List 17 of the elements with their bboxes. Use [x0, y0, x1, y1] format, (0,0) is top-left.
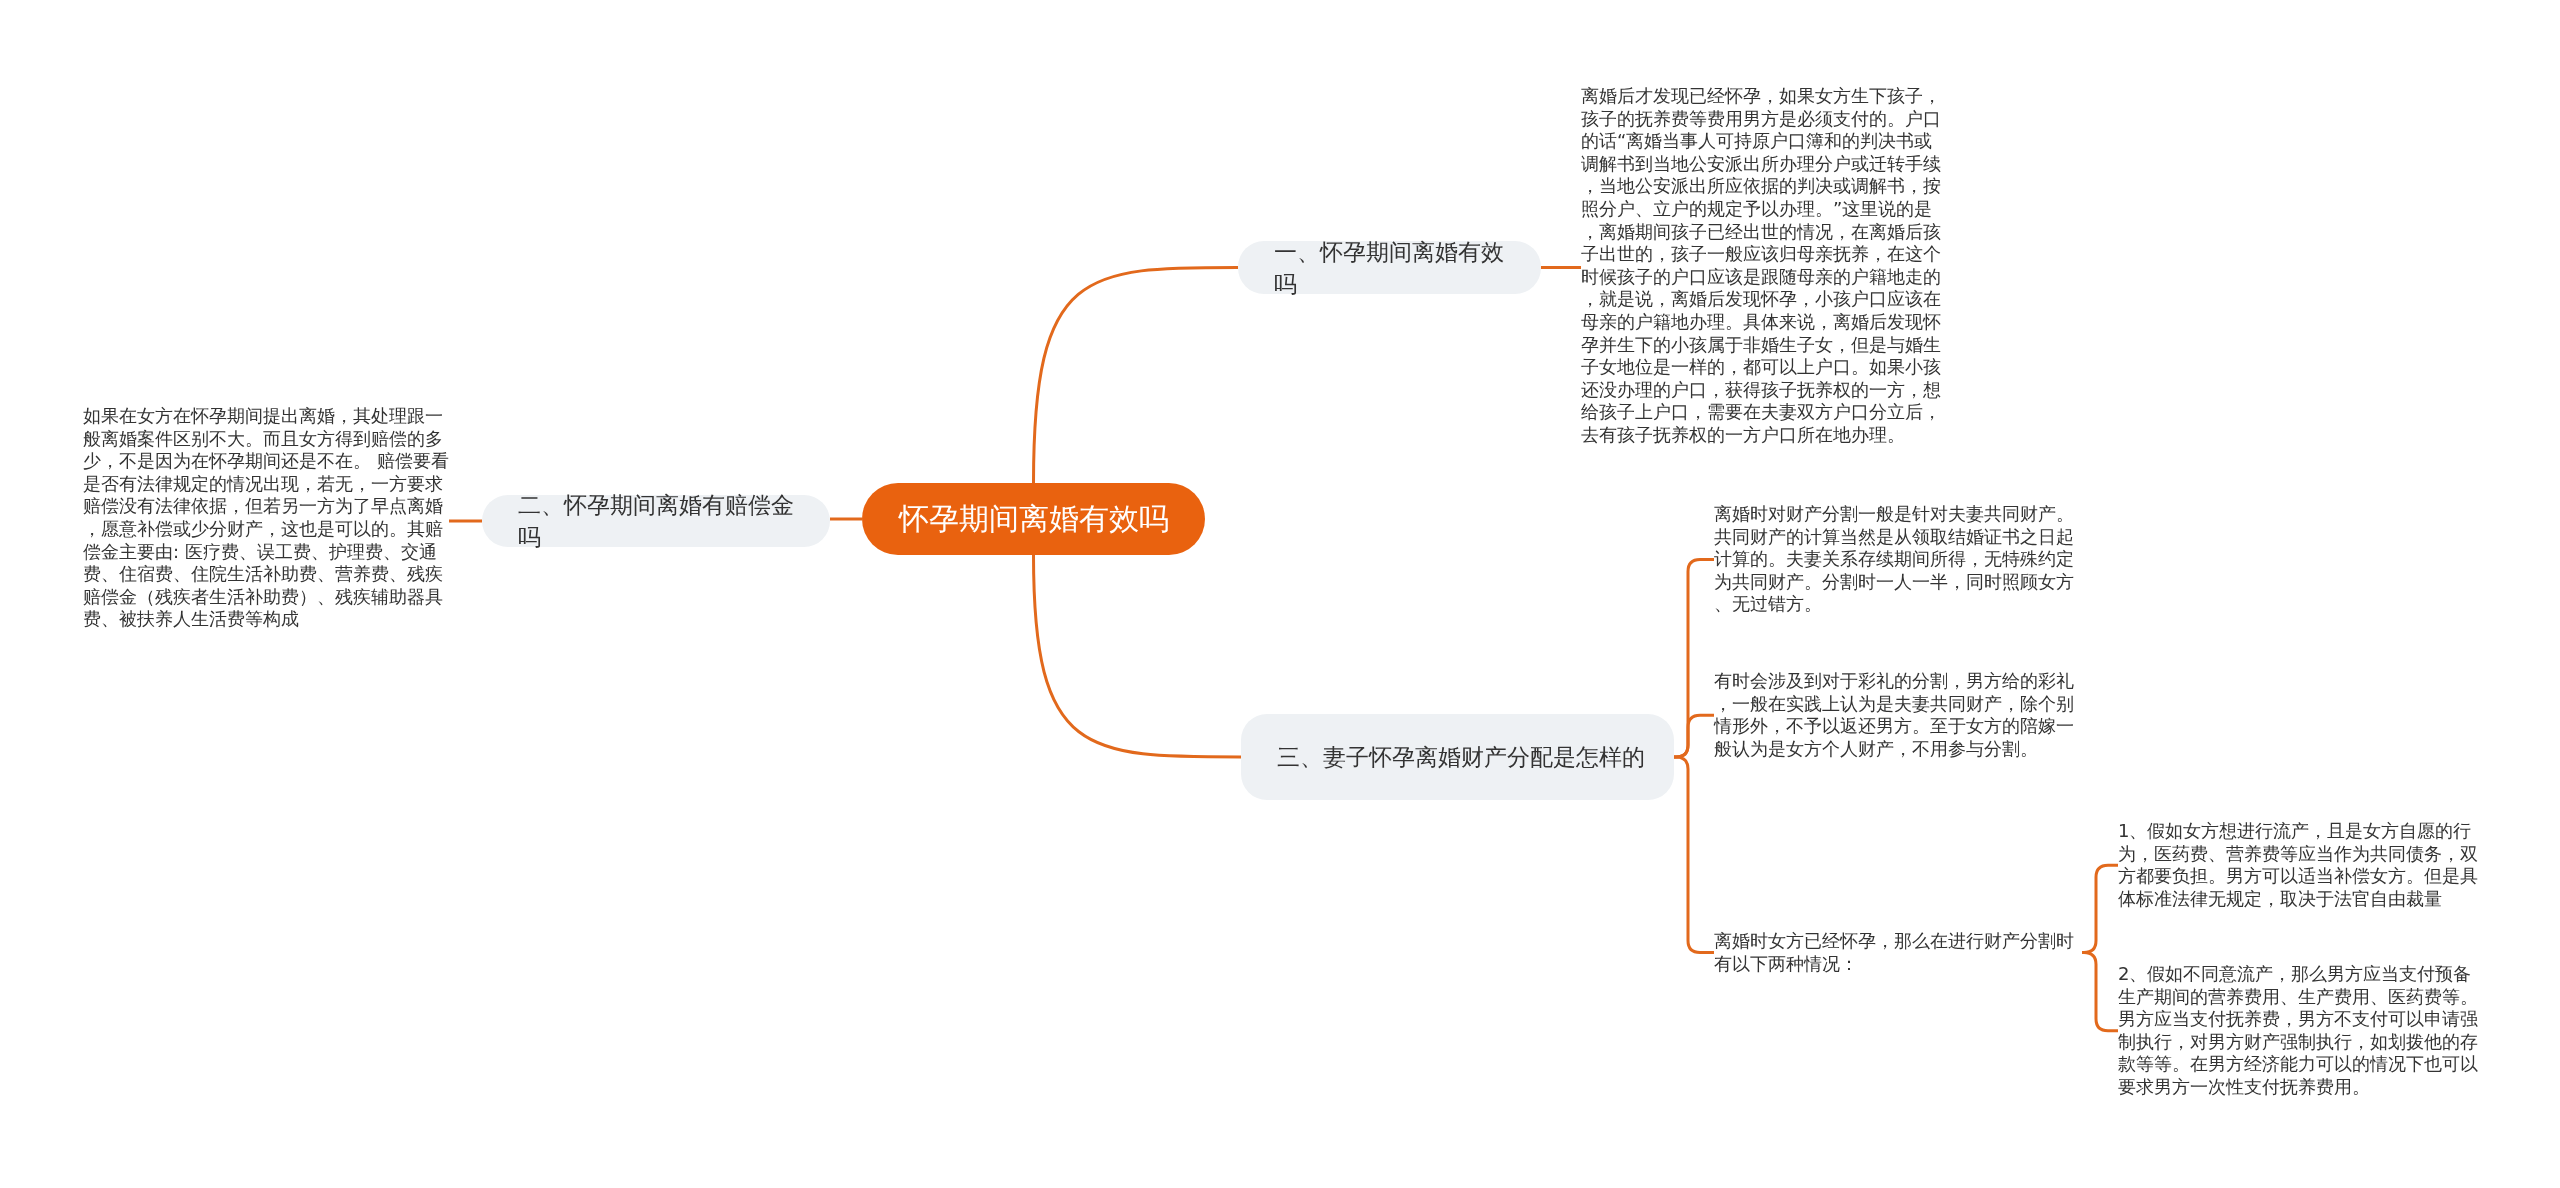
note-text: 2、假如不同意流产，那么男方应当支付预备生产期间的营养费用、生产费用、医药费等。男方应当支付抚养费，男方不支付可以申请强制执行，对男方财产强制执行，如划拨他的存款等等。在男方经济能力可以的情况下也可以要求男方一次性支付抚养费用。 [2118, 963, 2488, 1099]
connector-line [1032, 266, 1238, 484]
note-text: 离婚时女方已经怀孕，那么在进行财产分割时有以下两种情况： [1714, 930, 2082, 976]
note-text: 有时会涉及到对于彩礼的分割，男方给的彩礼，一般在实践上认为是夫妻共同财产，除个别情形外，不予以返还男方。至于女方的陪嫁一般认为是女方个人财产，不用参与分割。 [1714, 670, 2082, 761]
note-text: 如果在女方在怀孕期间提出离婚，其处理跟一般离婚案件区别不大。而且女方得到赔偿的多少，不是因为在怀孕期间还是不在。 赔偿要看是否有法律规定的情况出现，若无，一方要求赔偿没有法律依据，但若另一方为了早点离婚，愿意补偿或少分财产，这也是可以的。其赔偿金主要由: 医疗费、误工费、护理费、交通费、住宿费、住院生活补助费、营养费、残疾赔偿金（残疾者生活补助费）、残疾辅助器具费、被扶养人生活费等构成 [83, 405, 449, 631]
connector-line [449, 519, 482, 523]
topic-box: 一、怀孕期间离婚有效吗 [1238, 241, 1541, 294]
topic-box: 三、妻子怀孕离婚财产分配是怎样的 [1241, 714, 1674, 800]
topic-box: 二、怀孕期间离婚有赔偿金吗 [482, 495, 830, 547]
note-text: 离婚时对财产分割一般是针对夫妻共同财产。共同财产的计算当然是从领取结婚证书之日起计算的。夫妻关系存续期间所得，无特殊约定为共同财产。分割时一人一半，同时照顾女方、无过错方。 [1714, 503, 2082, 616]
note-text: 离婚后才发现已经怀孕，如果女方生下孩子，孩子的抚养费等费用男方是必须支付的。户口的话“离婚当事人可持原户口簿和的判决书或调解书到当地公安派出所办理分户或迁转手续，当地公安派出所应依据的判决或调解书，按照分户、立户的规定予以办理。”这里说的是，离婚期间孩子已经出世的情况，在离婚后孩子出世的，孩子一般应该归母亲抚养，在这个时候孩子的户口应该是跟随母亲的户籍地走的，就是说，离婚后发现怀孕，小孩户口应该在母亲的户籍地办理。具体来说，离婚后发现怀孕并生下的小孩属于非婚生子女，但是与婚生子女地位是一样的，都可以上户口。如果小孩还没办理的户口，获得孩子抚养权的一方，想给孩子上户口，需要在夫妻双方户口分立后，去有孩子抚养权的一方户口所在地办理。 [1581, 85, 1949, 447]
connector-line [830, 517, 862, 521]
connector-line [1673, 713, 1714, 759]
note-text: 1、假如女方想进行流产，且是女方自愿的行为，医药费、营养费等应当作为共同债务，双方都要负担。男方可以适当补偿女方。但是具体标准法律无规定，取决于法官自由裁量 [2118, 820, 2488, 911]
connector-line [1541, 266, 1581, 269]
connector-line [1032, 554, 1241, 759]
central-topic: 怀孕期间离婚有效吗 [862, 483, 1205, 555]
